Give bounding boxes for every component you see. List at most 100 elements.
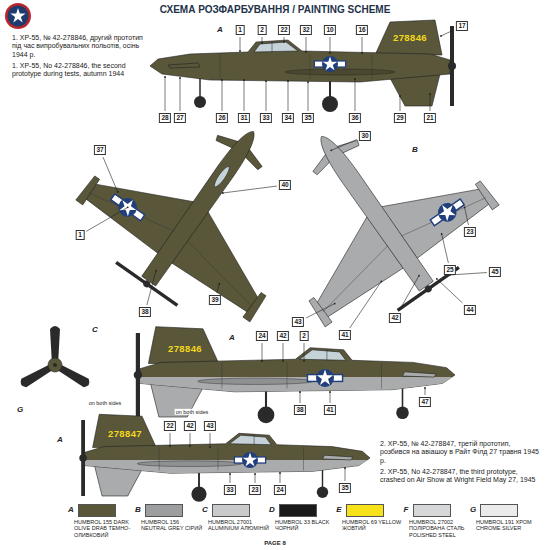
insignia-disc xyxy=(115,194,141,220)
canopy xyxy=(212,164,232,189)
legend-swatch xyxy=(279,504,317,517)
leader-line xyxy=(223,186,277,193)
callout-number: 45 xyxy=(489,267,501,277)
leader-line xyxy=(362,37,363,53)
callout-number: 42 xyxy=(184,421,196,431)
callout-number: 36 xyxy=(349,113,361,123)
insignia-disc xyxy=(434,199,460,225)
callout-number: 42 xyxy=(389,313,401,323)
insignia-disc xyxy=(316,369,334,387)
leader-dot xyxy=(436,278,438,280)
leader-dot xyxy=(155,270,157,272)
canopy xyxy=(254,42,298,52)
leader-line xyxy=(170,433,171,446)
leader-dot xyxy=(261,42,263,44)
leader-dot xyxy=(307,81,309,83)
leader-line xyxy=(300,392,301,403)
callout-number: 2 xyxy=(258,25,267,35)
canopy xyxy=(300,350,346,361)
leader-line xyxy=(355,79,356,111)
callout-number: 22 xyxy=(164,421,176,431)
leader-line xyxy=(350,281,382,328)
legend-letter: G xyxy=(470,505,476,514)
callout-number: 28 xyxy=(159,113,171,123)
wing-root xyxy=(285,69,395,75)
legend-text: HUMBROL 191 ХРОМ CHROME SILVER xyxy=(476,519,538,532)
wing-root xyxy=(198,378,313,384)
leader-dot xyxy=(330,149,332,151)
leader-line xyxy=(190,433,191,446)
leader-line xyxy=(180,78,181,111)
legend-letter: E xyxy=(336,505,341,514)
canard xyxy=(323,455,353,460)
canopy-frame xyxy=(326,350,327,361)
leader-line xyxy=(262,37,263,43)
leader-dot xyxy=(381,280,383,282)
legend-text: HUMBROL 27002 ПОЛІРОВАНА СТАЛЬ POLISHED … xyxy=(409,519,471,538)
leader-dot xyxy=(229,473,231,475)
leader-dot xyxy=(399,95,401,97)
wingtip-fin xyxy=(243,292,268,322)
fuselage xyxy=(140,348,455,392)
paint-letter: B xyxy=(412,145,418,154)
logo-ring xyxy=(5,3,31,29)
leader-dot xyxy=(218,283,220,285)
note: on both sides xyxy=(175,409,210,415)
leader-dot xyxy=(209,446,211,448)
leader-dot xyxy=(164,76,166,78)
publisher-logo xyxy=(5,3,31,29)
leader-line xyxy=(283,343,284,361)
callout-number: 23 xyxy=(464,227,476,237)
propeller-hub xyxy=(79,454,87,462)
leader-line xyxy=(306,37,307,52)
spinner xyxy=(424,284,433,293)
callout-number: 41 xyxy=(339,330,351,340)
leader-dot xyxy=(169,445,171,447)
leader-dot xyxy=(222,192,224,194)
legend-text: HUMBROL 27001 ALUMINIUM АЛЮМІНІЙ xyxy=(208,519,270,532)
wingtip-fin xyxy=(76,175,101,205)
leader-dot xyxy=(261,360,263,362)
legend-letter: B xyxy=(135,505,141,514)
callout-number: 21 xyxy=(424,113,436,123)
fuselage xyxy=(314,131,434,291)
callout-number: 32 xyxy=(300,25,312,35)
legend-swatch xyxy=(78,504,116,517)
leader-line xyxy=(306,304,335,318)
paint-letter: G xyxy=(17,405,23,414)
callout-number: 35 xyxy=(302,113,314,123)
callout-number: 1 xyxy=(76,230,85,240)
callout-number: 31 xyxy=(238,113,250,123)
canopy-frame xyxy=(272,42,273,52)
wingtip-fin xyxy=(308,297,333,327)
paint-letter: A xyxy=(57,435,63,444)
callout-number: 42 xyxy=(277,331,289,341)
leader-line xyxy=(103,157,118,192)
insignia-disc xyxy=(322,56,338,72)
callout-number: 22 xyxy=(278,25,290,35)
serial-number: 278846 xyxy=(393,33,427,44)
note: on both sides xyxy=(88,400,123,406)
page-title: СХЕМА РОЗФАРБУВАННЯ / PAINTING SCHEME xyxy=(0,4,550,15)
canard xyxy=(168,63,200,68)
caption: 1. XP-55, No 42-278846, the second proto… xyxy=(12,62,144,79)
callout-number: 47 xyxy=(419,397,431,407)
callout-number: 43 xyxy=(204,421,216,431)
insignia-disc xyxy=(242,452,258,468)
grey-underside xyxy=(85,460,368,473)
spinner xyxy=(48,358,62,372)
panel-line xyxy=(178,241,262,307)
logo-disc xyxy=(8,6,29,27)
callout-number: 33 xyxy=(224,485,236,495)
main-wheel xyxy=(258,407,275,424)
leader-line xyxy=(399,276,419,311)
leader-dot xyxy=(464,207,466,209)
callout-number: 38 xyxy=(139,307,151,317)
insignia-star xyxy=(435,200,458,223)
legend-letter: D xyxy=(269,505,275,514)
caption: 1. XP-55, № 42-278846, другий прототип п… xyxy=(12,34,144,59)
callout-number: 25 xyxy=(444,265,456,275)
serial-number: 278846 xyxy=(168,344,202,355)
legend-swatch xyxy=(346,504,384,517)
